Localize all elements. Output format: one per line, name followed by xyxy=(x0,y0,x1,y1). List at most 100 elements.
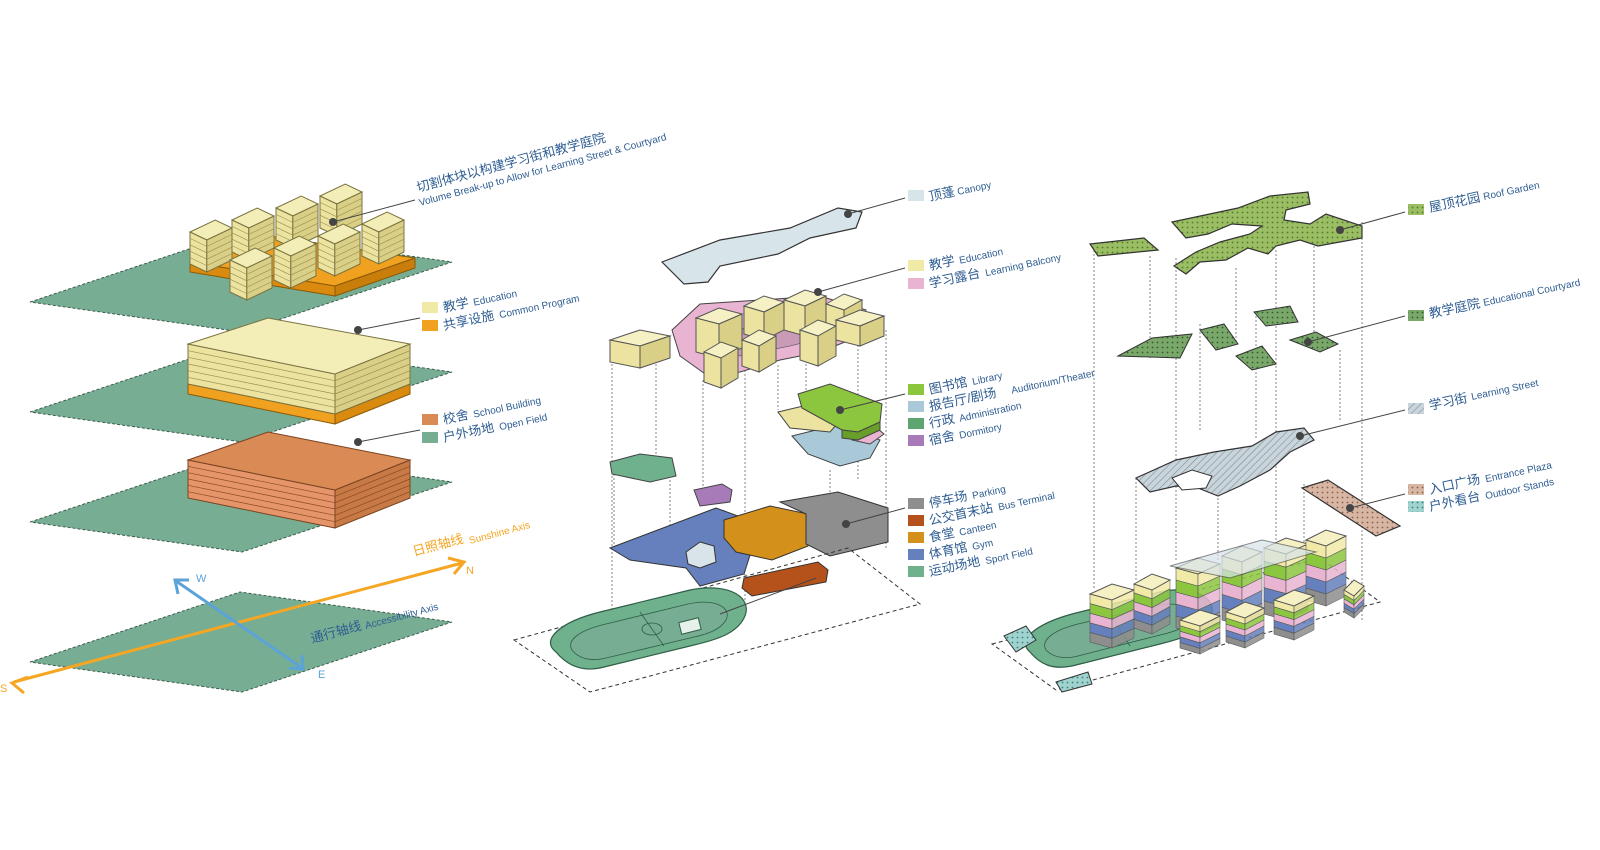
floor-line xyxy=(229,272,247,282)
floor-line xyxy=(336,198,363,211)
legend-swatch-gym xyxy=(908,549,924,560)
floor-line xyxy=(229,285,247,294)
legend-en-canteen: Canteen xyxy=(958,520,997,539)
leader-line-slab xyxy=(357,317,421,331)
floor-line xyxy=(334,363,411,395)
floor-line xyxy=(334,466,411,497)
legend-swatch-open_field xyxy=(422,432,438,443)
floor-line xyxy=(334,257,361,270)
legend-en-library: Library xyxy=(971,371,1003,388)
floor-line xyxy=(189,244,207,254)
floor-line xyxy=(189,238,207,247)
floor-line xyxy=(334,491,411,522)
legend-swatch-administration xyxy=(908,418,924,429)
guide-lines-col3 xyxy=(1093,222,1363,620)
floor-line xyxy=(275,214,293,223)
layer-axes: N S W E 日照轴线 Sunshine Axis 通行轴线 Accessib… xyxy=(0,520,531,695)
leader-line-street xyxy=(1299,409,1406,437)
leader-line-plaza xyxy=(1349,493,1406,509)
floor-line xyxy=(334,350,411,381)
floor-line xyxy=(246,262,273,275)
learning-street-swatch xyxy=(1408,403,1424,414)
outdoor-stands-bottom xyxy=(1055,671,1093,693)
learning-street-void xyxy=(1171,469,1213,491)
floor-line xyxy=(378,245,405,258)
leader-line-courtyard xyxy=(1307,315,1406,343)
floor-line xyxy=(187,356,336,388)
floor-line xyxy=(378,226,405,239)
field-midline xyxy=(639,611,665,647)
legend-swatch-education xyxy=(908,260,924,271)
edu-block-side-l xyxy=(741,339,760,373)
education-cluster xyxy=(608,289,886,389)
floor-line xyxy=(292,222,319,236)
legend-en-dormitory: Dormitory xyxy=(958,422,1003,442)
legend-swatch-common_program xyxy=(422,320,438,331)
edu-block-side-r xyxy=(720,347,739,389)
access-arrow-e xyxy=(288,654,305,671)
floor-line xyxy=(275,220,293,230)
floor-line xyxy=(187,465,336,497)
slab-edu-top xyxy=(186,317,412,375)
floor-line xyxy=(231,232,249,242)
stack-top xyxy=(1132,573,1172,591)
floor-line xyxy=(187,491,336,523)
library-block-side xyxy=(841,421,881,441)
floor-line xyxy=(231,226,249,235)
legend-zh-school_building: 校舍 xyxy=(442,407,471,427)
edu-block-side-r xyxy=(817,325,837,367)
floor-line xyxy=(317,254,335,264)
bus-terminal-block xyxy=(741,561,829,597)
column-1-massing: 切割体块以构建学习街和教学庭院 Volume Break-up to Allow… xyxy=(0,130,668,695)
learning-street xyxy=(1134,427,1315,497)
leader-line-volume xyxy=(332,199,416,223)
floor-line xyxy=(361,242,379,252)
edu-block-side-r xyxy=(246,255,273,301)
legend-en-education: Education xyxy=(958,247,1004,267)
floor-line xyxy=(187,350,336,382)
floor-line xyxy=(334,485,411,516)
floor-line xyxy=(248,222,275,235)
floor-line xyxy=(246,281,273,294)
courtyard-zh: 教学庭院 xyxy=(1428,295,1482,320)
courtyard-5 xyxy=(1288,331,1340,353)
edu-block-side-r xyxy=(859,315,885,347)
floor-line xyxy=(334,478,411,510)
floor-line xyxy=(319,202,337,211)
assembled-canopy xyxy=(1169,539,1318,579)
floor-line xyxy=(290,250,317,263)
sunshine-axis-zh: 日照轴线 xyxy=(411,531,465,559)
floor-line xyxy=(334,377,411,408)
leader-line-library xyxy=(839,393,906,411)
stack-top xyxy=(1224,601,1266,619)
floor-line xyxy=(361,249,379,258)
floor-line xyxy=(336,204,363,218)
courtyard-2 xyxy=(1199,323,1239,351)
gym-roof-feature xyxy=(685,541,717,569)
floor-line xyxy=(187,472,336,504)
floor-line xyxy=(334,244,361,258)
floor-line xyxy=(290,269,317,282)
legend-swatch-education xyxy=(422,302,438,313)
floor-line xyxy=(334,238,361,251)
courtyard-swatch xyxy=(1408,310,1424,321)
access-arrow-w xyxy=(173,578,189,595)
leader-line-parking xyxy=(845,507,906,525)
courtyard-4 xyxy=(1253,305,1299,327)
library-cluster xyxy=(777,383,885,467)
assembled-building xyxy=(1088,529,1365,655)
floor-line xyxy=(334,370,411,401)
dormitory-block xyxy=(693,483,733,507)
school-top xyxy=(186,431,412,491)
field-circle xyxy=(641,622,663,636)
legend-swatch-sport_field xyxy=(908,566,924,577)
legend-swatch-parking xyxy=(908,498,924,509)
compass-s: S xyxy=(0,683,7,695)
sunshine-axis-en: Sunshine Axis xyxy=(468,520,532,547)
floor-line xyxy=(290,256,317,270)
floor-line xyxy=(206,234,233,247)
compass-e: E xyxy=(318,669,325,681)
floor-line xyxy=(334,472,411,503)
